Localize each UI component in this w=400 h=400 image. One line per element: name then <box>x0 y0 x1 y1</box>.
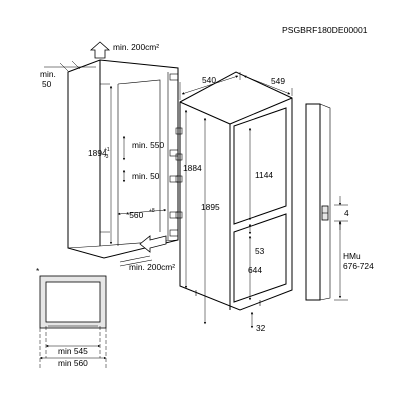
rail-width-label: *560 <box>126 210 144 220</box>
gap-53-label: 53 <box>255 246 265 256</box>
side-gap-label: min. <box>40 69 56 79</box>
depth-min-550: min. 550 <box>122 135 164 161</box>
depth-min-50: min. 50 <box>122 169 160 183</box>
width-540-label: 540 <box>202 75 216 85</box>
depth-549-label: 549 <box>271 76 285 86</box>
height-1884-dimension: 1884 <box>183 109 202 289</box>
freezer-height-label: 1144 <box>255 170 273 180</box>
foot-gap-dimension: 32 <box>250 311 266 333</box>
niche-height-tol-minus: -3 <box>104 154 109 160</box>
depth-549-dimension: 549 <box>243 75 293 96</box>
appliance-body <box>175 71 293 311</box>
height-1884-label: 1884 <box>183 163 202 173</box>
cabinet-niche <box>67 59 179 259</box>
height-1895-dimension: 1895 <box>201 117 220 325</box>
section-min-560-label: min 560 <box>58 358 88 368</box>
rail-width-tol: +8 <box>149 208 155 214</box>
side-gap-value: 50 <box>42 79 52 89</box>
foot-gap-label: 32 <box>256 323 266 333</box>
door-gap-dimension: 4 <box>334 196 349 230</box>
depth-min-50-label: min. 50 <box>132 171 160 181</box>
door-profile <box>305 103 331 301</box>
niche-height-value: 1894 <box>88 148 107 158</box>
freezer-height-dimension: 1144 <box>248 127 273 221</box>
fridge-height-label: 644 <box>248 265 262 275</box>
section-min-560-dimension: min 560 <box>39 356 107 368</box>
product-code: PSGBRF180DE00001 <box>282 25 368 35</box>
rail-width-dimension: *560 +8 <box>117 208 167 220</box>
niche-height-tol-plus: +1 <box>104 147 110 153</box>
niche-height-dimension: 1894 +1 -3 <box>88 85 113 245</box>
width-540-dimension: 540 <box>179 72 241 100</box>
bottom-vent-label: min. 200cm² <box>129 262 175 272</box>
bottom-vent-indicator: min. 200cm² <box>119 235 175 272</box>
door-gap-label: 4 <box>344 208 349 218</box>
height-1895-label: 1895 <box>201 202 220 212</box>
hmu-dimension: HMu 676-724 <box>334 221 374 301</box>
section-min-545-label: min 545 <box>58 346 88 356</box>
hmu-range: 676-724 <box>343 261 374 271</box>
gap-53-dimension: 53 <box>248 223 265 256</box>
hmu-label: HMu <box>343 251 361 261</box>
top-vent-label: min. 200cm² <box>113 42 159 52</box>
side-gap-dimension: min. 50 <box>40 60 96 89</box>
depth-min-550-label: min. 550 <box>132 140 164 150</box>
section-marker: * <box>36 266 40 276</box>
section-view: * <box>36 266 107 368</box>
fridge-height-dimension: 644 <box>248 235 262 301</box>
top-vent-indicator: min. 200cm² <box>89 41 159 59</box>
section-min-545-dimension: min 545 <box>45 344 101 356</box>
